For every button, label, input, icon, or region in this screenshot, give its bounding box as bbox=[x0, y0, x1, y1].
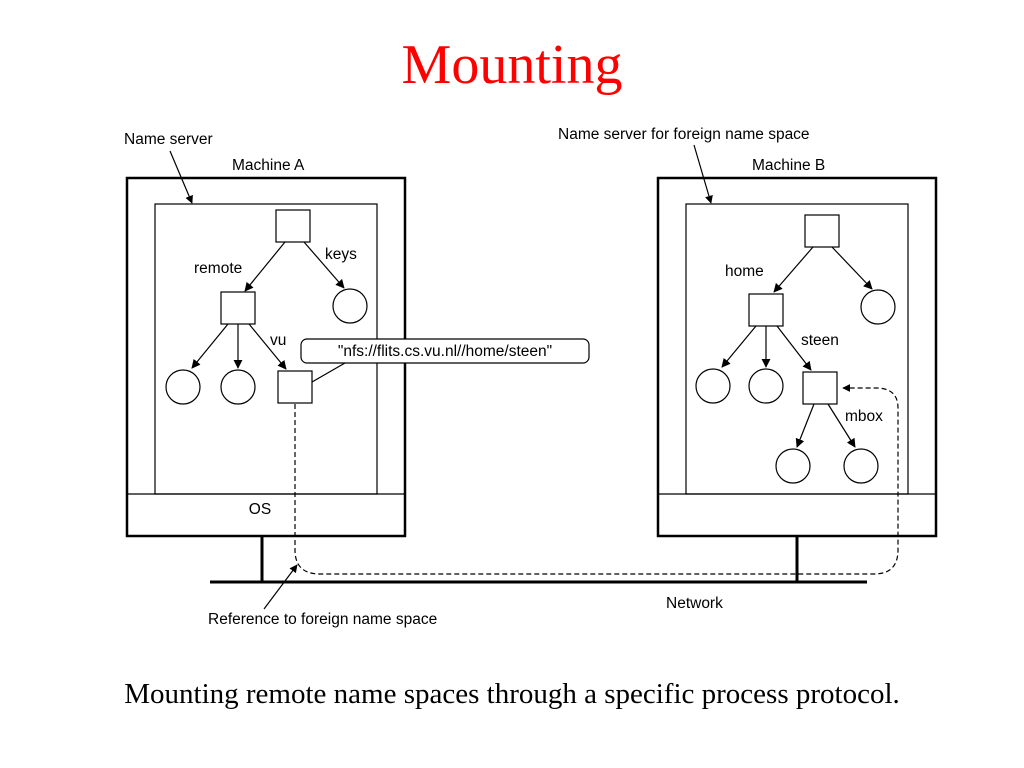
machine-a-label: Machine A bbox=[232, 157, 305, 174]
tree-a-edge-leaf-1 bbox=[191, 323, 229, 369]
tree-b-steen-directory bbox=[802, 371, 838, 405]
tree-a-edge-vu bbox=[248, 323, 287, 370]
tree-b-edge-home bbox=[773, 246, 814, 293]
tree-b-home-label: home bbox=[725, 263, 764, 280]
tree-a-leaf-1 bbox=[165, 369, 201, 405]
foreign-name-server-label: Name server for foreign name space bbox=[558, 126, 810, 143]
tree-b-edge-right bbox=[831, 246, 873, 290]
mount-point-callout bbox=[300, 338, 590, 364]
network-label: Network bbox=[666, 595, 723, 612]
tree-a-edge-keys bbox=[303, 241, 345, 289]
reference-arrow bbox=[263, 564, 298, 610]
tree-b-edge-leaf-1 bbox=[721, 325, 757, 368]
name-server-label: Name server bbox=[124, 131, 213, 148]
tree-a-remote-directory bbox=[220, 291, 256, 325]
tree-a-vu-label: vu bbox=[270, 332, 286, 349]
tree-a-leaf-2 bbox=[220, 369, 256, 405]
tree-b-edge-steen bbox=[776, 325, 812, 371]
machine-b-label: Machine B bbox=[752, 157, 825, 174]
mount-point-label: "nfs://flits.cs.vu.nl//home/steen" bbox=[338, 343, 552, 360]
tree-b-mbox-label: mbox bbox=[845, 408, 883, 425]
tree-a-edge-remote bbox=[244, 241, 286, 292]
tree-b-mbox-leaf-2 bbox=[843, 448, 879, 484]
tree-b-leaf-2 bbox=[748, 368, 784, 404]
tree-b-root-directory bbox=[804, 214, 840, 248]
tree-b-steen-label: steen bbox=[801, 332, 839, 349]
tree-b-edge-mbox-2 bbox=[827, 403, 856, 448]
tree-a-vu-mount-point bbox=[277, 370, 313, 404]
tree-b-mbox-leaf-1 bbox=[775, 448, 811, 484]
tree-b-home-directory bbox=[748, 293, 784, 327]
mount-reference-path bbox=[294, 384, 899, 575]
slide-caption: Mounting remote name spaces through a sp… bbox=[124, 678, 900, 710]
tree-b-leaf-1 bbox=[695, 368, 731, 404]
reference-label: Reference to foreign name space bbox=[208, 611, 437, 628]
tree-b-leaf-right bbox=[860, 289, 896, 325]
tree-b-edge-mbox-1 bbox=[795, 403, 815, 448]
tree-a-keys-label: keys bbox=[325, 246, 357, 263]
mount-point-callout-line bbox=[311, 362, 346, 383]
tree-a-remote-label: remote bbox=[194, 260, 242, 277]
name-server-arrow bbox=[169, 150, 193, 204]
tree-a-root-directory bbox=[275, 209, 311, 243]
tree-a-keys-file bbox=[332, 288, 368, 324]
machine-a-os-label: OS bbox=[249, 501, 271, 518]
foreign-name-server-arrow bbox=[693, 144, 713, 204]
slide-title: Mounting bbox=[401, 34, 623, 96]
